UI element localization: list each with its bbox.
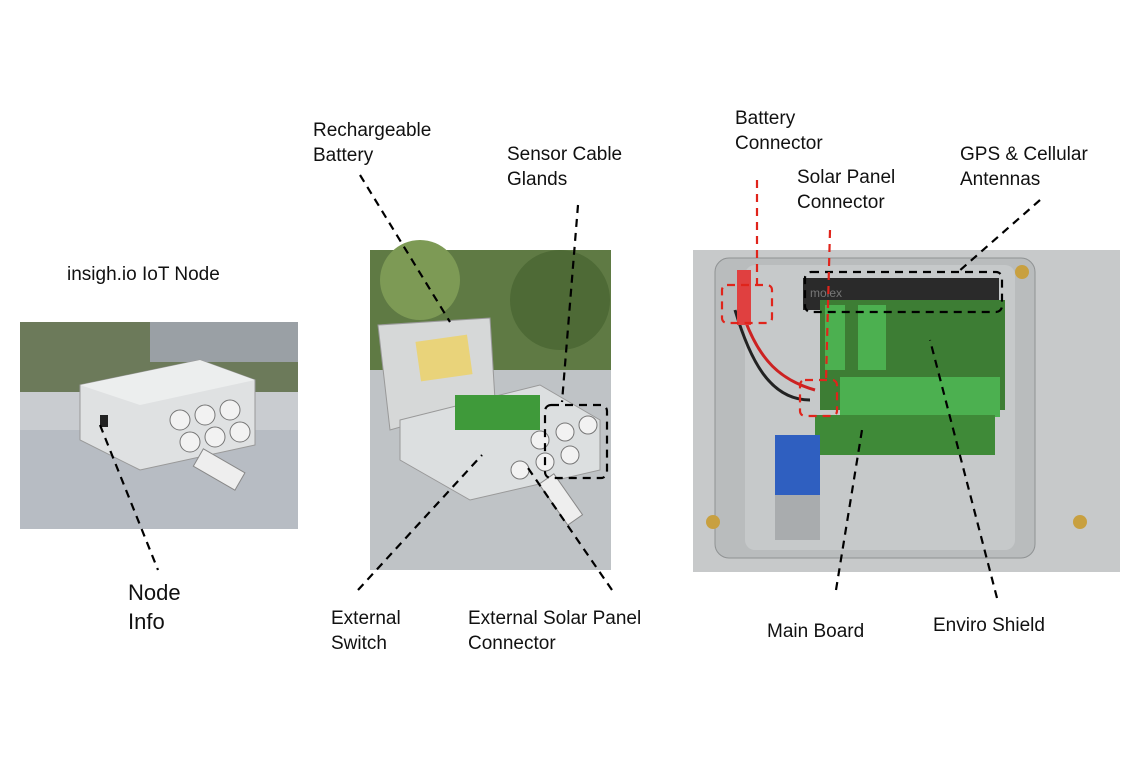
photo-open-node [370, 240, 611, 570]
label-line: Battery [313, 145, 374, 166]
photo-closed-node [20, 322, 298, 529]
leader-external-solar-connector [527, 467, 613, 591]
molex-text: molex [810, 286, 842, 300]
leader-enviro-shield [928, 339, 999, 599]
label-line: Info [128, 609, 165, 634]
label-gps-cellular-antennas: GPS & Cellular Antennas [960, 142, 1088, 192]
label-line: Battery [735, 108, 796, 129]
label-line: GPS & Cellular [960, 144, 1088, 165]
leader-gps-antennas [957, 199, 1041, 273]
label-line: Connector [735, 133, 823, 154]
leader-node-info [98, 424, 160, 571]
label-line: External Solar Panel [468, 608, 642, 629]
label-solar-panel-connector: Solar Panel Connector [797, 165, 895, 215]
label-node-info: Node Info [128, 578, 181, 636]
label-sensor-cable-glands: Sensor Cable Glands [507, 142, 622, 192]
label-line: Rechargeable [313, 120, 432, 141]
leader-main-board [834, 429, 864, 591]
label-enviro-shield: Enviro Shield [933, 615, 1045, 636]
antennas-highlight-box [803, 270, 1004, 314]
solar-connector-highlight-box [798, 378, 839, 418]
label-line: Sensor Cable [507, 144, 623, 165]
label-line: Glands [507, 169, 568, 190]
glands-highlight-box [543, 403, 609, 480]
title-label: insigh.io IoT Node [67, 264, 220, 285]
label-line: Connector [468, 633, 556, 654]
photo-inside-board: molex [693, 250, 1120, 572]
leader-external-switch [357, 454, 483, 591]
label-main-board: Main Board [767, 621, 865, 642]
leader-sensor-cable-glands [560, 204, 580, 403]
label-line: Node [128, 580, 181, 605]
label-battery-connector: Battery Connector [735, 106, 823, 156]
label-external-switch: External Switch [331, 606, 401, 656]
leader-solar-panel-connector [824, 229, 832, 381]
label-line: Solar Panel [797, 167, 896, 188]
label-line: Antennas [960, 169, 1041, 190]
battery-connector-highlight-box [720, 283, 774, 325]
label-external-solar-panel-connector: External Solar Panel Connector [468, 606, 641, 656]
label-line: Connector [797, 192, 885, 213]
label-rechargeable-battery: Rechargeable Battery [313, 118, 431, 168]
leader-rechargeable-battery [359, 174, 451, 323]
label-line: External [331, 608, 401, 629]
label-line: Switch [331, 633, 387, 654]
